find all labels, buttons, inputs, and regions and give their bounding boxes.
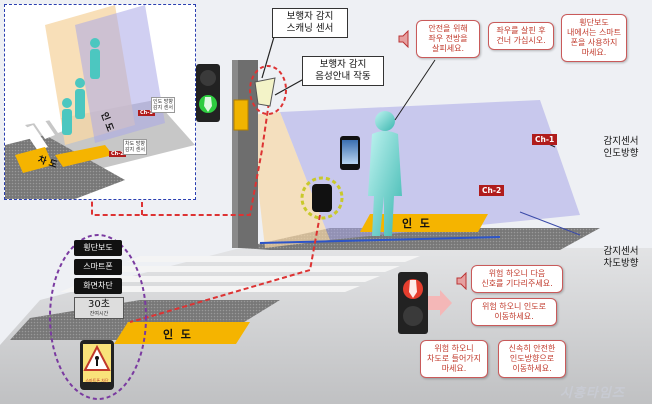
arrow-line [259, 236, 501, 244]
voice-label-line2: 음성안내 작동 [315, 71, 371, 82]
phone-warning-text: 스마트폰 차단 [85, 378, 109, 383]
sidewalk-bottom-label: 인 도 [163, 328, 191, 341]
top-callout-1: 안전을 위해 좌우 전방을 살피세요. [416, 20, 480, 58]
sensor-box [233, 99, 249, 131]
signal-arrow [428, 290, 452, 316]
panel-line-1: 횡단보도 [74, 240, 122, 256]
bottom-callout-1: 위험 하오니 다음 신호를 기다리주세요. [471, 265, 563, 293]
speaker-icon [456, 272, 467, 290]
voice-label-line1: 보행자 감지 [319, 59, 367, 70]
watermark: 시흥타임즈 [560, 386, 625, 401]
voice-label: 보행자 감지 음성안내 작동 [302, 56, 384, 86]
ch1-badge: Ch-1 [532, 134, 558, 145]
panel-line-3: 화면차단 [74, 278, 122, 294]
top-callout-3: 횡단보도 내에서는 스마트 폰을 사용하지 마세요. [561, 14, 627, 62]
inset-ch2-text: 차도 방향 감지 센서 [123, 139, 147, 155]
voice-speaker-ring [300, 176, 344, 220]
panel-line-2: 스마트폰 [74, 259, 122, 275]
scanner-label: 보행자 감지 스캐닝 센서 [272, 8, 348, 38]
timer-box: 30초 잔여시간 [74, 297, 124, 319]
connector-line-2 [129, 214, 321, 323]
blocked-phone: 스마트폰 차단 [80, 340, 114, 390]
ch1-label: 감지센서 인도방향 [603, 136, 639, 159]
ch1-sensor-zone [280, 100, 580, 240]
scanner-label-line2: 스캐닝 센서 [286, 23, 334, 34]
pedestrian-figure [368, 111, 402, 236]
ch2-badge: Ch-2 [479, 185, 505, 196]
warning-icon [83, 344, 111, 371]
phone-panel: 횡단보도 스마트폰 화면차단 30초 잔여시간 [74, 240, 124, 319]
inset-drawing [5, 5, 195, 199]
bottom-callout-4: 신속히 안전한 인도방향으로 이동하세요. [498, 340, 566, 378]
bottom-callout-3: 위험 하오니 차도로 들어가지 마세요. [420, 340, 488, 378]
inset-diagram: 차 도 인 도 Ch-1 인도 방향 감지 센서 Ch-2 차도 방향 감지 센… [4, 4, 196, 200]
inset-ch1-badge: Ch-1 [138, 110, 155, 116]
bottom-callout-2: 위험 하오니 인도로 이동하세요. [471, 298, 557, 326]
speaker-icon [398, 30, 409, 48]
phone-panel-ring [49, 234, 147, 400]
zebra-stripes [60, 256, 420, 292]
smartphone-icon [340, 136, 360, 170]
top-callout-2: 좌우를 살핀 후 건너 가십시오. [488, 22, 554, 50]
connector-line-1 [91, 94, 271, 216]
timer-value: 30초 [88, 299, 110, 310]
scanner-sensor-ring [249, 65, 287, 115]
inset-ch1-text: 인도 방향 감지 센서 [151, 97, 175, 113]
scanner-label-line1: 보행자 감지 [286, 11, 334, 22]
inset-ch2-badge: Ch-2 [109, 151, 126, 157]
near-sidewalk-strip [114, 322, 250, 344]
ch2-label: 감지센서 차도방향 [603, 246, 639, 269]
timer-sub: 잔여시간 [89, 311, 109, 317]
sidewalk-top-label: 인 도 [402, 217, 430, 230]
